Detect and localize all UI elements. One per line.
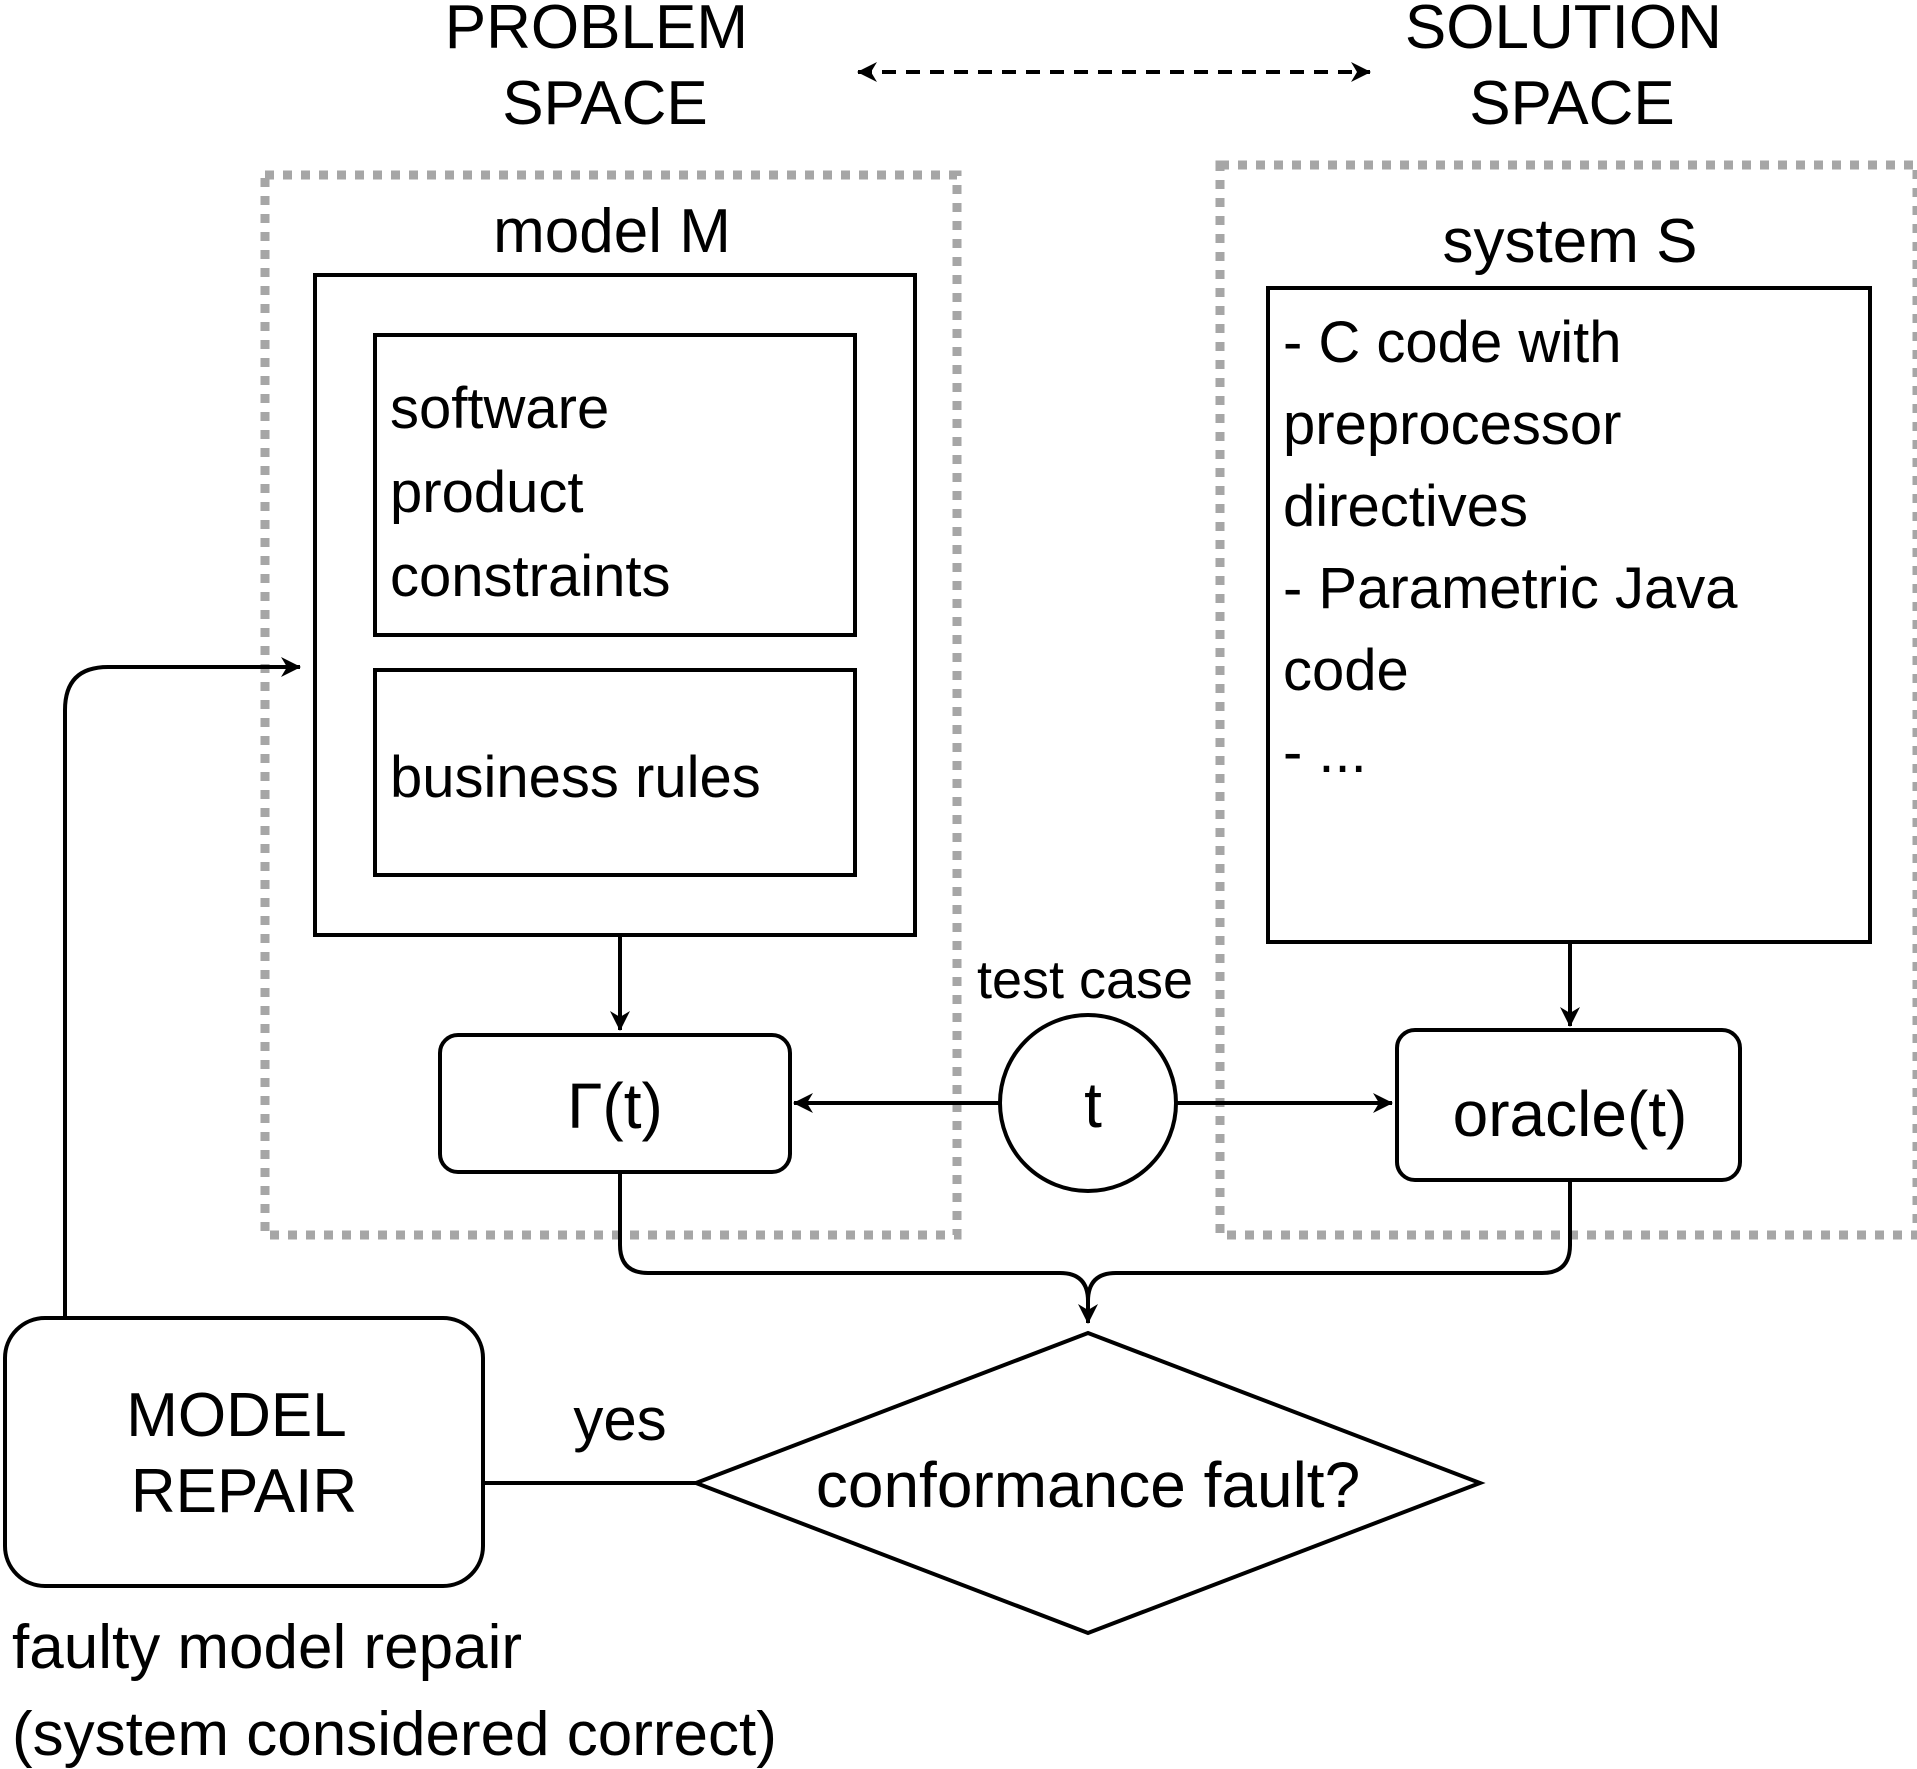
solution-space-header: SOLUTION SPACE [1405, 0, 1739, 138]
product-constraints-box [373, 333, 857, 637]
problem-space-header: PROBLEM SPACE [445, 0, 765, 138]
oracle-to-decision-connector [1086, 1180, 1572, 1302]
product-constraints-label: software product constraints [390, 376, 670, 609]
model-repair-box [3, 1316, 485, 1588]
system-description: - C code with preprocessor directives - … [1283, 310, 1754, 785]
system-box [1266, 286, 1872, 944]
repair-to-model-arrow [63, 657, 301, 1318]
system-title: system S [1443, 207, 1698, 276]
problem-space-region [260, 170, 962, 1240]
yes-label: yes [573, 1386, 666, 1453]
test-case-symbol: t [1084, 1069, 1102, 1141]
conformance-fault-label: conformance fault? [816, 1449, 1360, 1521]
solution-space-region [1215, 160, 1917, 1240]
oracle-label: oracle(t) [1453, 1078, 1688, 1150]
gamma-label: Γ(t) [567, 1070, 663, 1142]
model-title: model M [493, 197, 731, 266]
model-repair-caption: faulty model repair [12, 1613, 522, 1682]
conformance-fault-decision [690, 1330, 1486, 1636]
business-rules-label: business rules [390, 745, 761, 810]
gamma-box [438, 1033, 792, 1174]
model-repair-subcaption: (system considered correct) [12, 1700, 777, 1769]
test-case-caption: test case [977, 950, 1193, 1010]
business-rules-box [373, 668, 857, 877]
model-repair-label: MODEL REPAIR [126, 1381, 361, 1526]
gamma-to-decision-connector [618, 1172, 1098, 1324]
